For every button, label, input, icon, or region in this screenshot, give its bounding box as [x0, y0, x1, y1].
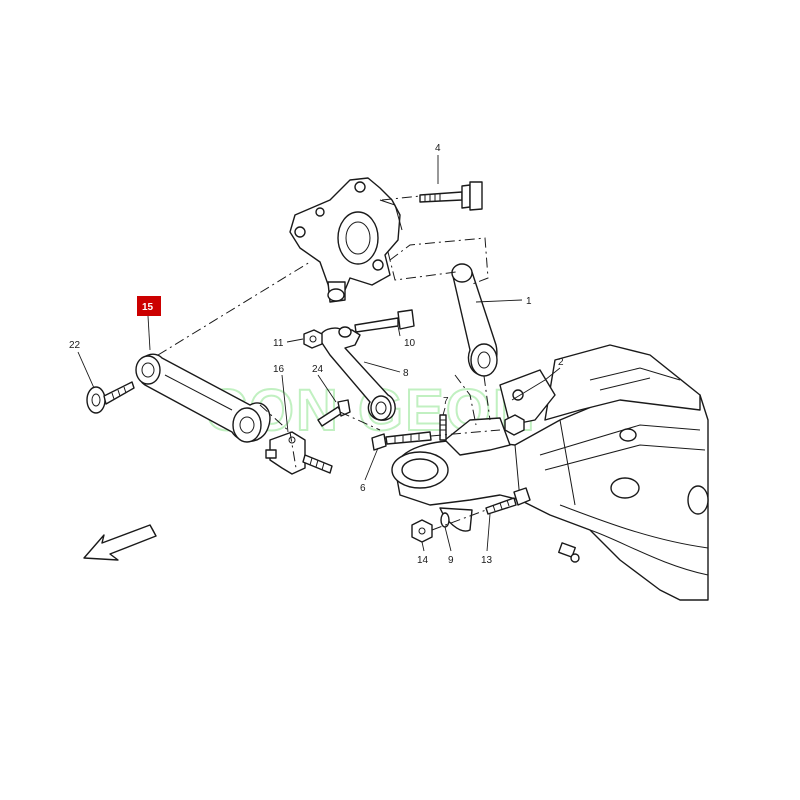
callout-11: 11 — [273, 338, 284, 349]
callout-22: 22 — [69, 340, 81, 351]
callout-10: 10 — [404, 338, 416, 349]
nut-11 — [303, 329, 323, 349]
toe-link-8 — [319, 326, 396, 421]
bracket-16 — [265, 431, 333, 475]
assembly-line-link1-lower — [483, 375, 491, 421]
callout-16: 16 — [273, 364, 285, 375]
washer-9 — [440, 512, 450, 528]
callout-24: 24 — [312, 364, 324, 375]
callout-15: 15 — [142, 302, 154, 313]
callout-4: 4 — [435, 143, 441, 154]
nut-14 — [411, 519, 433, 543]
callout-13: 13 — [481, 555, 493, 566]
bolt-6 — [371, 431, 432, 451]
callout-7: 7 — [443, 396, 449, 407]
highlight-box — [137, 296, 161, 316]
steering-knuckle — [289, 177, 403, 303]
bolt-10 — [354, 309, 415, 333]
assembly-line-bolt13 — [431, 509, 487, 531]
callout-8: 8 — [403, 368, 409, 379]
callout-1: 1 — [526, 296, 532, 307]
assembly-line-bolt4 — [381, 195, 421, 201]
callout-15-highlight: 15 — [137, 296, 161, 316]
callout-9: 9 — [448, 555, 454, 566]
bolt-7 — [439, 414, 447, 441]
callout-6: 6 — [360, 483, 366, 494]
bolt-22 — [86, 381, 135, 414]
trailing-link-1 — [451, 263, 498, 377]
assembly-line-arm-bracket — [259, 404, 297, 469]
assembly-line-knuckle-link1 — [389, 237, 489, 286]
rear-subframe — [391, 344, 709, 601]
callout-labels: 4 1 2 11 10 8 22 16 24 7 6 14 9 13 — [69, 143, 564, 566]
callout-14: 14 — [417, 555, 429, 566]
front-direction-arrow — [83, 524, 157, 561]
assembly-line-bracket — [454, 374, 477, 426]
bolt-13 — [485, 487, 531, 515]
leader-lines — [77, 155, 561, 552]
callout-2: 2 — [558, 357, 564, 368]
assembly-line-bolt6 — [430, 429, 501, 437]
nut-2 — [504, 414, 525, 436]
bolt-4 — [419, 181, 483, 211]
assembly-line-arm-knuckle — [157, 261, 311, 356]
assembly-line-bolt24 — [339, 411, 381, 431]
lower-control-arm-15 — [135, 353, 271, 443]
assembly-line-link1 — [387, 251, 457, 281]
